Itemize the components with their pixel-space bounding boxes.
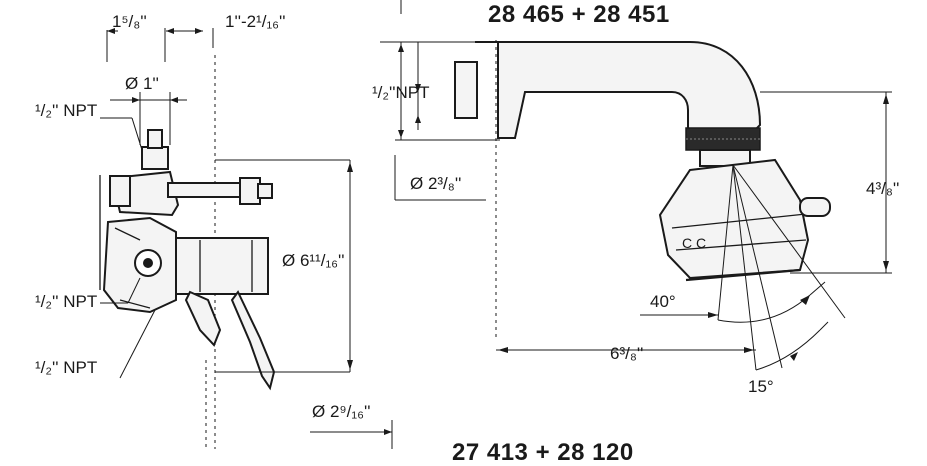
dimension-length-6-3-8: 6³/₈'' [610,344,644,363]
dimension-diameter-1: Ø 1'' [125,74,159,93]
npt-inlet-label-middle: ¹/₂'' NPT [35,292,98,311]
dimension-angle-40: 40° [650,292,676,311]
shower-head-drawing: C C [380,0,892,371]
mixer-valve-drawing [99,28,393,449]
dimension-width-1-5-8: 1⁵/₈'' [112,12,147,31]
svg-text:C C: C C [682,235,706,251]
npt-inlet-label-bottom: ¹/₂'' NPT [35,358,98,377]
dimension-diameter-2-3-8: Ø 2³/₈'' [410,174,462,193]
technical-drawing: C C [99,0,892,449]
npt-inlet-label-top: ¹/₂'' NPT [35,101,98,120]
dimension-diameter-2-9-16: Ø 2⁹/₁₆'' [312,402,371,421]
npt-arm-label: ¹/₂''NPT [372,83,430,102]
shower-head-model-title: 28 465 + 28 451 [488,1,670,28]
dimension-range-1-2-1-16: 1''-2¹/₁₆'' [225,12,286,31]
dimension-diameter-6-11-16: Ø 6¹¹/₁₆'' [282,251,345,270]
dimension-angle-15: 15° [748,377,774,396]
mixer-model-title: 27 413 + 28 120 [452,439,634,466]
dimension-height-4-3-8: 4³/₈'' [866,179,900,198]
